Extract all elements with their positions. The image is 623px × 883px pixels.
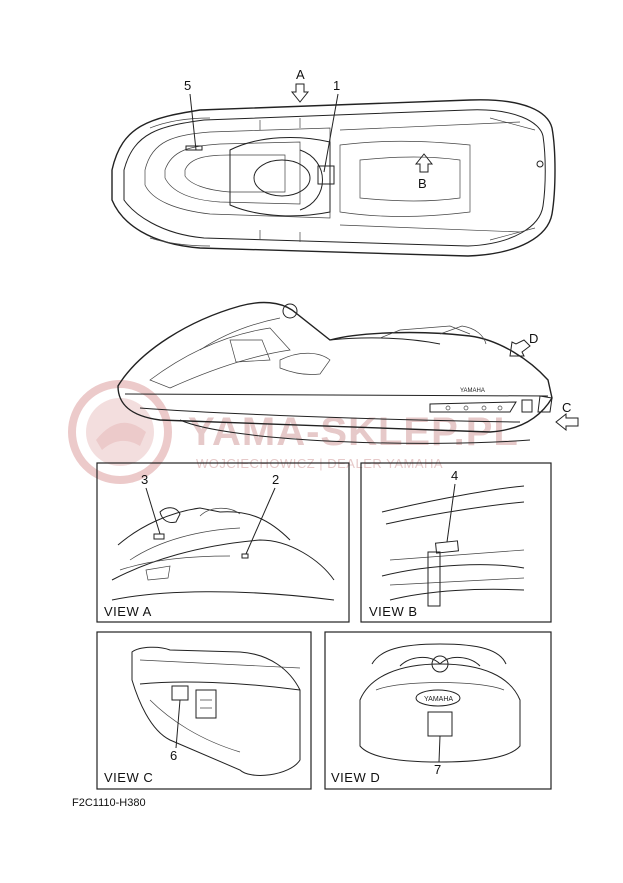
- view-a-label: VIEW A: [104, 604, 152, 619]
- hull-brand-text: YAMAHA: [460, 388, 485, 394]
- callout-1-number: 1: [333, 78, 340, 93]
- callout-6-number: 6: [170, 748, 177, 763]
- arrow-d-label: D: [529, 331, 538, 346]
- side-view-illustration: YAMAHA: [117, 301, 553, 444]
- view-c-panel: 6 VIEW C: [96, 631, 312, 790]
- view-a-panel: 3 2 VIEW A: [96, 462, 350, 623]
- arrow-b-label: B: [418, 176, 427, 191]
- callout-7-number: 7: [434, 762, 441, 777]
- part-code: F2C1110-H380: [72, 797, 146, 809]
- view-d-brand-text: YAMAHA: [424, 696, 453, 703]
- arrow-a-label: A: [296, 67, 305, 82]
- top-view-illustration: [111, 99, 556, 257]
- arrow-c-label: C: [562, 400, 571, 415]
- view-arrow-b: B: [414, 153, 434, 191]
- view-arrow-d: D: [509, 331, 538, 357]
- view-c-label: VIEW C: [104, 770, 153, 785]
- watermark-title: YAMA-SKLEP.PL: [188, 410, 519, 454]
- callout-5-number: 5: [184, 78, 191, 93]
- view-arrow-c: C: [555, 400, 579, 432]
- callout-1: 1: [323, 78, 340, 173]
- view-d-panel: YAMAHA 7 VIEW D: [324, 631, 552, 790]
- callout-4-number: 4: [451, 468, 458, 483]
- view-d-label: VIEW D: [331, 770, 380, 785]
- view-arrow-a: A: [290, 67, 310, 103]
- watermark: YAMA-SKLEP.PL WOJCIECHOWICZ | DEALER YAM…: [68, 380, 519, 484]
- callout-3-number: 3: [141, 472, 148, 487]
- view-b-panel: 4 VIEW B: [360, 462, 552, 623]
- callout-5: 5: [184, 78, 197, 151]
- callout-2-number: 2: [272, 472, 279, 487]
- view-b-label: VIEW B: [369, 604, 418, 619]
